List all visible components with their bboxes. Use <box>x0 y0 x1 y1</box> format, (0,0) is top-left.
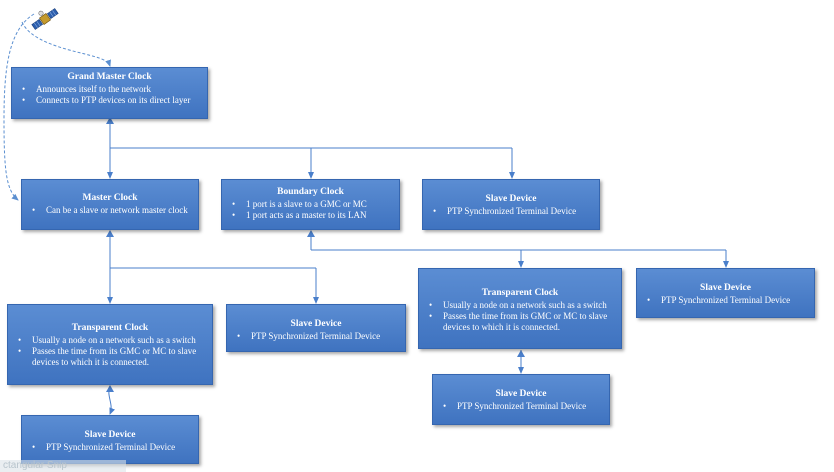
node-bullet: Usually a node on a network such as a sw… <box>18 335 206 346</box>
transparent-right-arrow-up <box>517 350 525 357</box>
transparent-clock-node: Transparent Clock Usually a node on a ne… <box>418 268 622 349</box>
slave-device-node: Slave Device PTP Synchronized Terminal D… <box>226 304 406 352</box>
node-title: Slave Device <box>485 194 537 204</box>
node-title: Slave Device <box>495 389 547 399</box>
node-bullet: Connects to PTP devices on its direct la… <box>22 95 201 106</box>
node-title: Slave Device <box>700 283 751 293</box>
gmc-connector <box>107 120 515 179</box>
node-title: Boundary Clock <box>277 187 344 197</box>
node-bullet: 1 port acts as a master to its LAN <box>232 210 393 221</box>
node-bullet: Can be a slave or network master clock <box>32 205 192 216</box>
node-bullet: PTP Synchronized Terminal Device <box>443 401 603 412</box>
node-title: Slave Device <box>84 430 136 440</box>
slave-device-node: Slave Device PTP Synchronized Terminal D… <box>21 415 199 464</box>
transparent-left-arrow-up <box>106 385 114 392</box>
slave-device-node: Slave Device PTP Synchronized Terminal D… <box>432 374 610 425</box>
master-connector <box>107 232 319 304</box>
node-title: Slave Device <box>290 319 342 329</box>
transparent-clock-node: Transparent Clock Usually a node on a ne… <box>7 304 213 385</box>
slave-device-node: Slave Device PTP Synchronized Terminal D… <box>422 179 600 230</box>
node-bullet: Passes the time from its GMC or MC to sl… <box>429 311 615 333</box>
snip-tool-label: ctangular Snip <box>0 460 126 472</box>
node-bullet: Passes the time from its GMC or MC to sl… <box>18 346 206 368</box>
satellite-icon <box>31 8 59 30</box>
node-bullet: Announces itself to the network <box>22 84 201 95</box>
node-bullet: PTP Synchronized Terminal Device <box>647 295 808 306</box>
gmc-arrow-up <box>106 117 114 124</box>
grand-master-clock-node: Grand Master Clock Announces itself to t… <box>11 67 208 119</box>
node-bullet: PTP Synchronized Terminal Device <box>32 442 192 453</box>
satellite-signal-to-master <box>3 13 35 201</box>
master-arrow-up <box>106 230 114 237</box>
satellite-signal-to-gmc <box>21 21 111 67</box>
boundary-clock-node: Boundary Clock 1 port is a slave to a GM… <box>221 179 400 230</box>
node-title: Grand Master Clock <box>67 72 152 82</box>
node-title: Transparent Clock <box>481 288 559 298</box>
node-bullet: PTP Synchronized Terminal Device <box>433 206 593 217</box>
node-bullet: PTP Synchronized Terminal Device <box>237 331 399 342</box>
master-clock-node: Master Clock Can be a slave or network m… <box>21 179 199 230</box>
boundary-connector <box>310 232 729 268</box>
node-title: Master Clock <box>82 193 138 203</box>
boundary-arrow-up <box>307 230 315 237</box>
slave-device-node: Slave Device PTP Synchronized Terminal D… <box>636 268 815 318</box>
node-title: Transparent Clock <box>71 323 149 333</box>
node-bullet: 1 port is a slave to a GMC or MC <box>232 199 393 210</box>
node-bullet: Usually a node on a network such as a sw… <box>429 300 615 311</box>
